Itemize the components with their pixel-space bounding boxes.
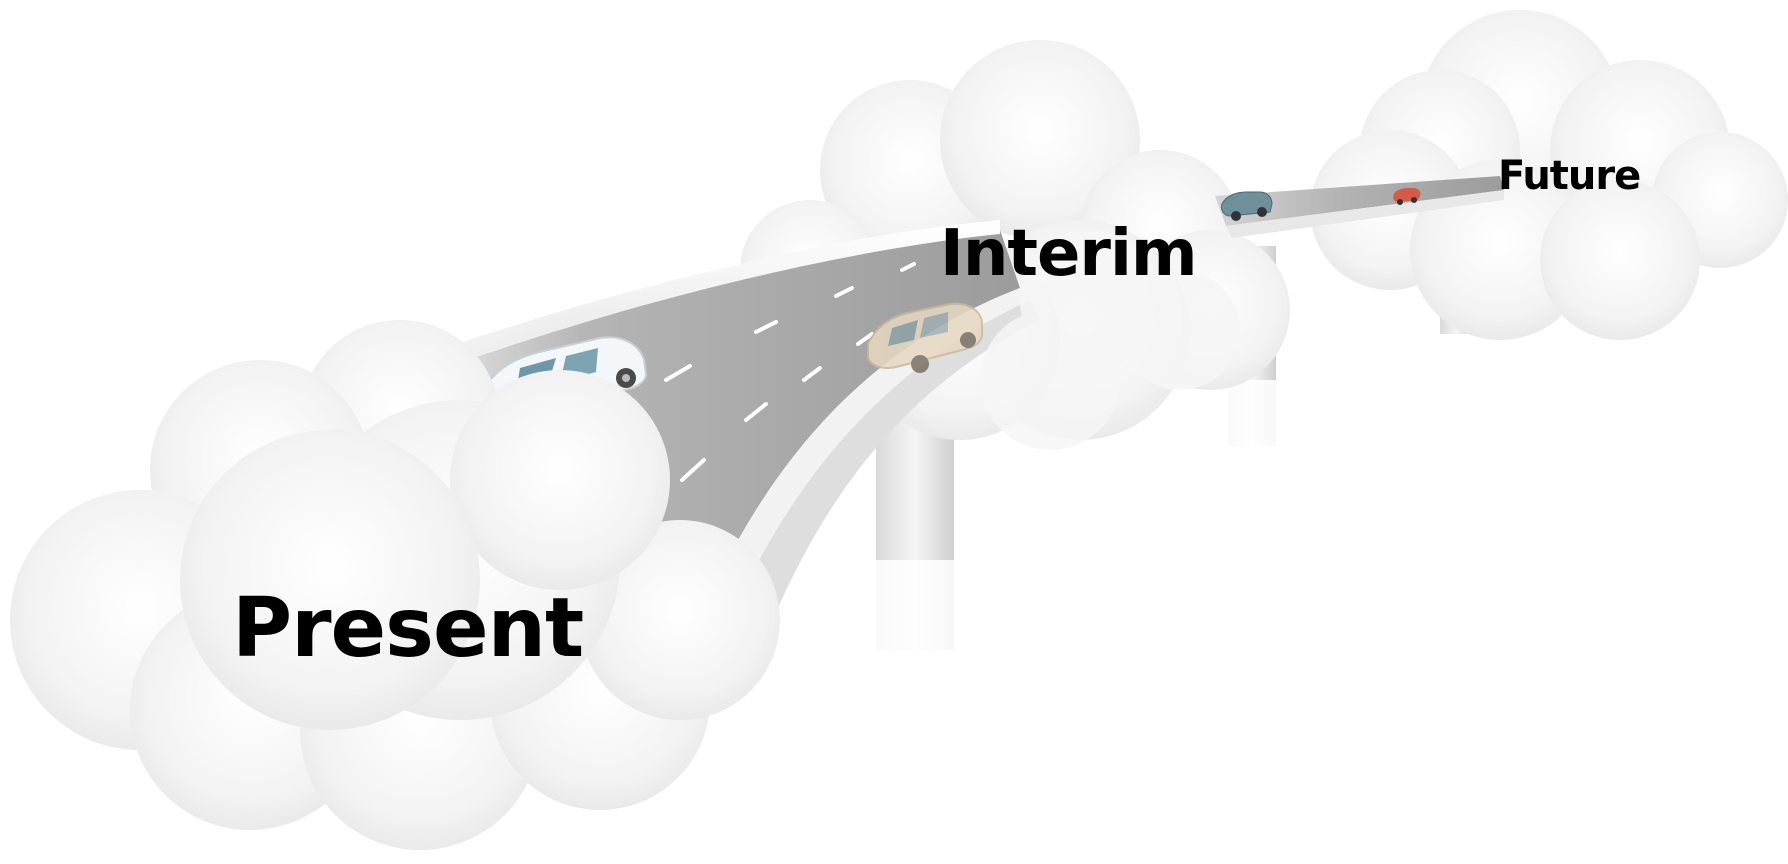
far-road [1215,176,1504,238]
interim-cloud-front [980,230,1240,450]
stage-label-present: Present [232,581,584,676]
car-teal [1221,191,1273,221]
stage-label-future: Future [1498,153,1641,199]
car-red [1393,188,1421,205]
present-cloud [10,320,780,850]
car-beige [867,302,983,373]
stage-label-interim: Interim [940,217,1198,291]
